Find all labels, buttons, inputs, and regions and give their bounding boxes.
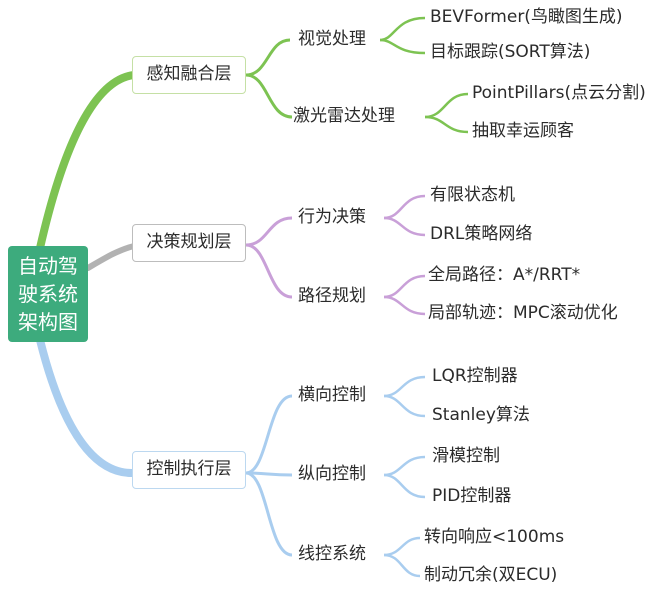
leaf-pid-controller: PID控制器 xyxy=(432,486,512,506)
leaf-global-path: 全局路径：A*/RRT* xyxy=(428,265,581,285)
connector-root-control xyxy=(36,336,138,478)
node-behavior-decision: 行为决策 xyxy=(298,207,366,227)
connector-lidar-leaf1 xyxy=(424,92,469,119)
leaf-drl-policy-network: DRL策略网络 xyxy=(430,224,533,244)
connector-control-lateral xyxy=(245,394,293,475)
node-longitudinal-control: 纵向控制 xyxy=(298,464,366,484)
connector-perception-vision xyxy=(245,38,291,77)
leaf-brake-redundancy: 制动冗余(双ECU) xyxy=(424,565,558,585)
connector-behavior-leaf2 xyxy=(383,216,426,237)
leaf-steering-response: 转向响应<100ms xyxy=(424,527,565,547)
root-title-line-1: 自动驾 xyxy=(18,254,78,278)
connector-behavior-leaf1 xyxy=(383,194,426,220)
connector-lateral-leaf1 xyxy=(383,375,426,398)
root-title-line-3: 架构图 xyxy=(18,310,78,334)
root-title-line-2: 驶系统 xyxy=(18,282,78,306)
node-vision-processing: 视觉处理 xyxy=(298,29,366,49)
node-lateral-control: 横向控制 xyxy=(298,385,366,405)
connector-path-leaf2 xyxy=(383,295,426,316)
leaf-bevformer: BEVFormer(鸟瞰图生成) xyxy=(430,7,623,27)
connector-perception-lidar xyxy=(245,73,293,119)
root-node: 自动驾 驶系统 架构图 xyxy=(8,246,88,342)
connector-root-planning xyxy=(85,243,137,271)
connector-path-leaf1 xyxy=(383,274,426,299)
branch-control-execution: 控制执行层 xyxy=(132,451,246,489)
connector-bywire-leaf2 xyxy=(383,553,421,578)
connector-root-perception xyxy=(36,71,138,252)
connector-lateral-leaf2 xyxy=(383,394,426,418)
leaf-pointpillars: PointPillars(点云分割) xyxy=(472,83,646,103)
leaf-local-trajectory: 局部轨迹：MPC滚动优化 xyxy=(428,303,618,323)
connector-lidar-leaf2 xyxy=(424,115,469,134)
connector-bywire-leaf1 xyxy=(383,536,421,557)
connector-planning-path xyxy=(245,243,293,299)
leaf-lucky-draw: 抽取幸运顾客 xyxy=(472,121,574,141)
leaf-finite-state-machine: 有限状态机 xyxy=(430,185,515,205)
leaf-stanley-algorithm: Stanley算法 xyxy=(432,405,530,425)
connector-control-bywire xyxy=(245,471,293,557)
node-lidar-processing: 激光雷达处理 xyxy=(293,106,395,126)
connector-vision-leaf2 xyxy=(379,38,426,55)
branch-decision-planning: 决策规划层 xyxy=(132,224,246,262)
branch-perception-fusion: 感知融合层 xyxy=(132,56,246,94)
leaf-sliding-mode-control: 滑模控制 xyxy=(432,446,500,466)
connector-longitudinal-leaf1 xyxy=(383,455,426,477)
leaf-lqr-controller: LQR控制器 xyxy=(432,366,518,386)
connector-planning-behavior xyxy=(245,216,293,247)
connector-longitudinal-leaf2 xyxy=(383,473,426,499)
node-path-planning: 路径规划 xyxy=(298,286,366,306)
leaf-sort-tracking: 目标跟踪(SORT算法) xyxy=(430,42,591,62)
node-by-wire-system: 线控系统 xyxy=(298,544,366,564)
connector-vision-leaf1 xyxy=(379,16,426,42)
